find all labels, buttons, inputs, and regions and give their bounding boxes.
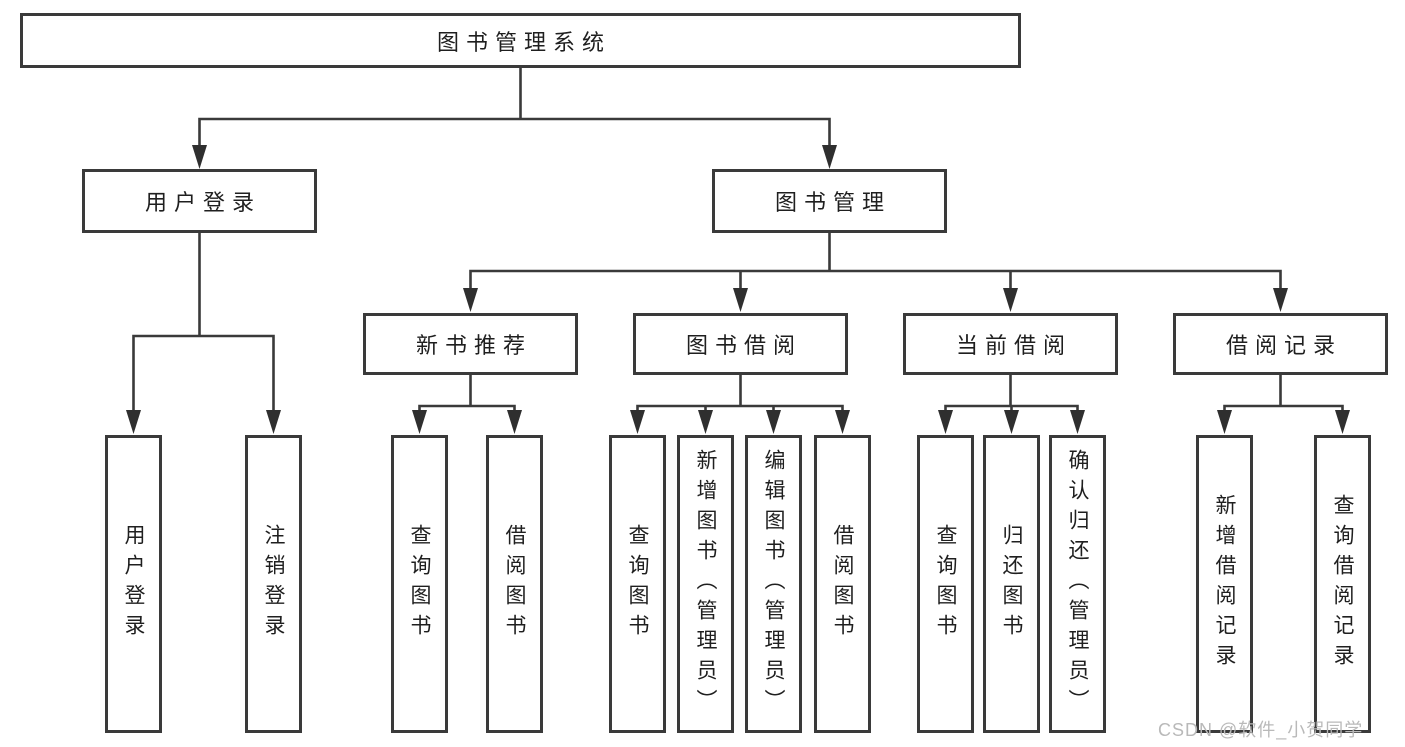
leaf-confirm-return-admin: 确认归还（管理员）	[1049, 435, 1106, 733]
leaf-query-borrow-record: 查询借阅记录	[1314, 435, 1371, 733]
leaf-user-login: 用户登录	[105, 435, 162, 733]
leaf-label: 查询图书	[626, 524, 649, 644]
node-borrowing-records: 借阅记录	[1173, 313, 1388, 375]
leaf-query-books-current: 查询图书	[917, 435, 974, 733]
leaf-label: 新增借阅记录	[1213, 494, 1236, 674]
leaf-query-books-recommend: 查询图书	[391, 435, 448, 733]
node-root-library-system: 图书管理系统	[20, 13, 1021, 68]
leaf-label: 借阅图书	[831, 524, 854, 644]
csdn-watermark: CSDN @软件_小贺同学	[1158, 720, 1364, 740]
leaf-logout: 注销登录	[245, 435, 302, 733]
leaf-label: 用户登录	[122, 524, 145, 644]
leaf-return-books: 归还图书	[983, 435, 1040, 733]
leaf-label: 归还图书	[1000, 524, 1023, 644]
leaf-label: 借阅图书	[503, 524, 526, 644]
node-book-borrowing: 图书借阅	[633, 313, 848, 375]
arrowheads	[126, 145, 1350, 434]
leaf-label: 确认归还（管理员）	[1066, 449, 1089, 719]
leaf-edit-book-admin: 编辑图书（管理员）	[745, 435, 802, 733]
leaf-label: 查询借阅记录	[1331, 494, 1354, 674]
leaf-label: 注销登录	[262, 524, 285, 644]
leaf-label: 新增图书（管理员）	[694, 449, 717, 719]
node-book-management: 图书管理	[712, 169, 947, 233]
node-user-login: 用户登录	[82, 169, 317, 233]
leaf-label: 查询图书	[408, 524, 431, 644]
leaf-label: 编辑图书（管理员）	[762, 449, 785, 719]
node-new-book-recommend: 新书推荐	[363, 313, 578, 375]
node-current-borrowing: 当前借阅	[903, 313, 1118, 375]
leaf-borrow-books-recommend: 借阅图书	[486, 435, 543, 733]
leaf-borrow-books-borrowing: 借阅图书	[814, 435, 871, 733]
leaf-query-books-borrowing: 查询图书	[609, 435, 666, 733]
leaf-label: 查询图书	[934, 524, 957, 644]
leaf-add-book-admin: 新增图书（管理员）	[677, 435, 734, 733]
leaf-add-borrow-record: 新增借阅记录	[1196, 435, 1253, 733]
